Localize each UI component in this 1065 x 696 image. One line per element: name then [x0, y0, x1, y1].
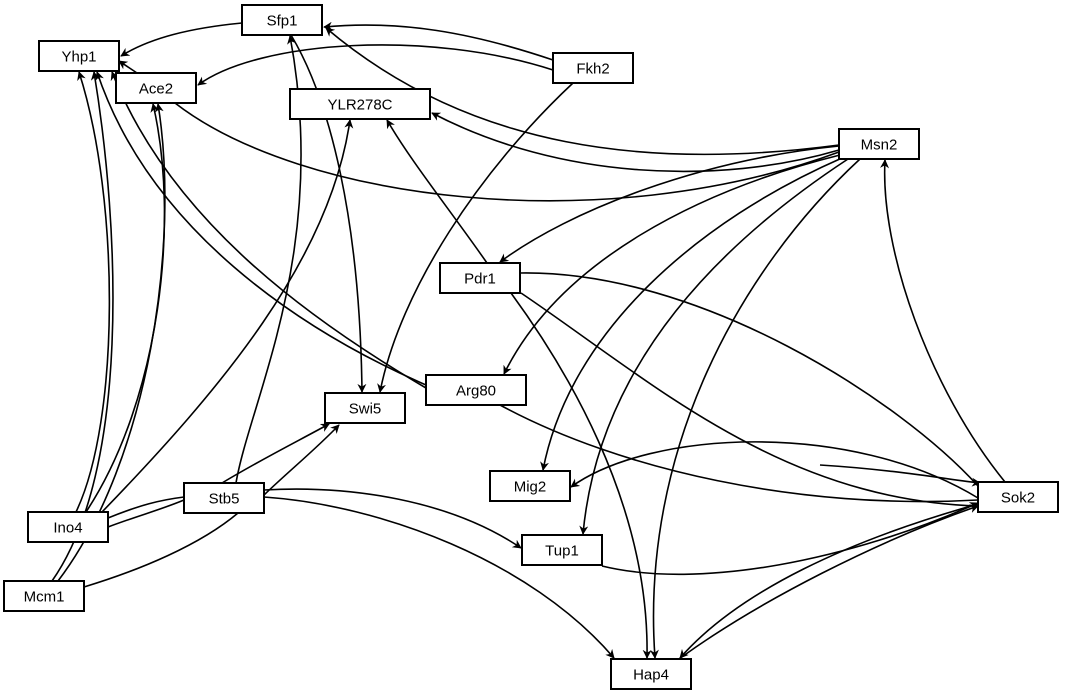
node-box[interactable]	[115, 72, 197, 104]
node-ino4[interactable]: Ino4	[27, 511, 109, 543]
node-label: Stb5	[209, 491, 240, 508]
node-mcm1[interactable]: Mcm1	[3, 580, 85, 612]
node-label: Fkh2	[576, 61, 609, 78]
edge-hap4-to-sok2	[678, 504, 979, 660]
edge-sfp1-to-yhp1	[120, 22, 243, 57]
node-label: Arg80	[456, 383, 496, 400]
node-fkh2[interactable]: Fkh2	[552, 52, 634, 84]
edge-tup1-to-sok2	[601, 502, 979, 576]
node-sok2[interactable]: Sok2	[977, 481, 1059, 513]
node-box[interactable]	[289, 88, 431, 120]
edge-ino4-to-ylr278c	[101, 119, 354, 513]
node-box[interactable]	[38, 40, 120, 72]
edge-ino4-to-stb5	[107, 496, 185, 519]
edge-pdr1-to-ylr278c	[386, 119, 488, 264]
edge-msn2-to-mig2	[540, 157, 843, 471]
edge-ace2-to-yhp1	[118, 60, 138, 74]
node-msn2[interactable]: Msn2	[838, 128, 920, 160]
node-label: Hap4	[633, 667, 669, 684]
node-box[interactable]	[241, 4, 323, 36]
node-label: Swi5	[349, 401, 382, 418]
edge-arg80-to-yhp1	[95, 71, 427, 386]
edge-msn2-to-sfp1	[325, 27, 840, 156]
edge-fkh2-to-ace2	[197, 44, 554, 86]
node-box[interactable]	[977, 481, 1059, 513]
edge-msn2-to-tup1	[579, 158, 849, 535]
node-yhp1[interactable]: Yhp1	[38, 40, 120, 72]
node-box[interactable]	[552, 52, 634, 84]
node-label: Tup1	[545, 543, 579, 560]
edge-pdr1-to-hap4	[510, 292, 652, 659]
node-label: Mcm1	[24, 589, 65, 606]
edge-arg80-to-sok2	[499, 404, 979, 503]
node-tup1[interactable]: Tup1	[521, 534, 603, 566]
node-label: Msn2	[861, 137, 898, 154]
edge-sfp1-to-swi5	[290, 34, 367, 393]
node-arg80[interactable]: Arg80	[425, 374, 527, 406]
node-label: Ace2	[139, 81, 173, 98]
edge-mcm1-to-stb5	[83, 512, 239, 588]
edge-ino4-to-ace2	[85, 103, 166, 513]
edge-stb5-to-swi5	[221, 423, 330, 484]
edge-pdr1-to-sok2	[519, 272, 979, 487]
edge-stb5-to-swi5	[263, 424, 340, 496]
edge-ino4-to-stb5	[107, 499, 185, 528]
edge-mig2-to-sok2	[819, 464, 981, 487]
edge-fkh2-to-sfp1	[323, 21, 554, 61]
node-hap4[interactable]: Hap4	[610, 658, 692, 690]
node-label: Pdr1	[464, 271, 496, 288]
node-box[interactable]	[324, 392, 406, 424]
node-box[interactable]	[610, 658, 692, 690]
node-sfp1[interactable]: Sfp1	[241, 4, 323, 36]
edge-pdr1-to-sok2	[520, 292, 979, 507]
node-box[interactable]	[425, 374, 527, 406]
node-pdr1[interactable]: Pdr1	[439, 262, 521, 294]
edge-msn2-to-pdr1	[499, 145, 840, 263]
edge-arg80-to-yhp1	[110, 71, 427, 389]
edge-msn2-to-arg80	[503, 154, 841, 375]
node-label: Ino4	[53, 520, 82, 537]
node-ace2[interactable]: Ace2	[115, 72, 197, 104]
node-mig2[interactable]: Mig2	[489, 470, 571, 502]
node-label: Sfp1	[267, 13, 298, 30]
edge-sok2-to-msn2	[880, 159, 1006, 483]
node-ylr278c[interactable]: YLR278C	[289, 88, 431, 120]
edge-mcm1-to-yhp1	[51, 71, 114, 582]
edge-stb5-to-tup1	[263, 488, 522, 549]
node-label: YLR278C	[327, 97, 392, 114]
node-stb5[interactable]: Stb5	[183, 482, 265, 514]
node-box[interactable]	[183, 482, 265, 514]
edge-msn2-to-hap4	[649, 158, 861, 659]
node-box[interactable]	[27, 511, 109, 543]
node-box[interactable]	[489, 470, 571, 502]
node-box[interactable]	[521, 534, 603, 566]
node-swi5[interactable]: Swi5	[324, 392, 406, 424]
edge-msn2-to-ylr278c	[431, 112, 840, 173]
edges-layer	[51, 21, 1006, 660]
node-box[interactable]	[439, 262, 521, 294]
edge-sok2-to-mig2	[570, 441, 979, 499]
edge-stb5-to-hap4	[263, 496, 615, 659]
edge-fkh2-to-swi5	[377, 82, 574, 393]
edge-ino4-to-yhp1	[75, 71, 111, 513]
node-label: Yhp1	[61, 49, 96, 66]
node-box[interactable]	[838, 128, 920, 160]
edge-sok2-to-hap4	[679, 503, 979, 659]
node-label: Mig2	[514, 479, 547, 496]
node-box[interactable]	[3, 580, 85, 612]
node-label: Sok2	[1001, 490, 1035, 507]
edge-ace2-to-msn2	[174, 102, 840, 202]
